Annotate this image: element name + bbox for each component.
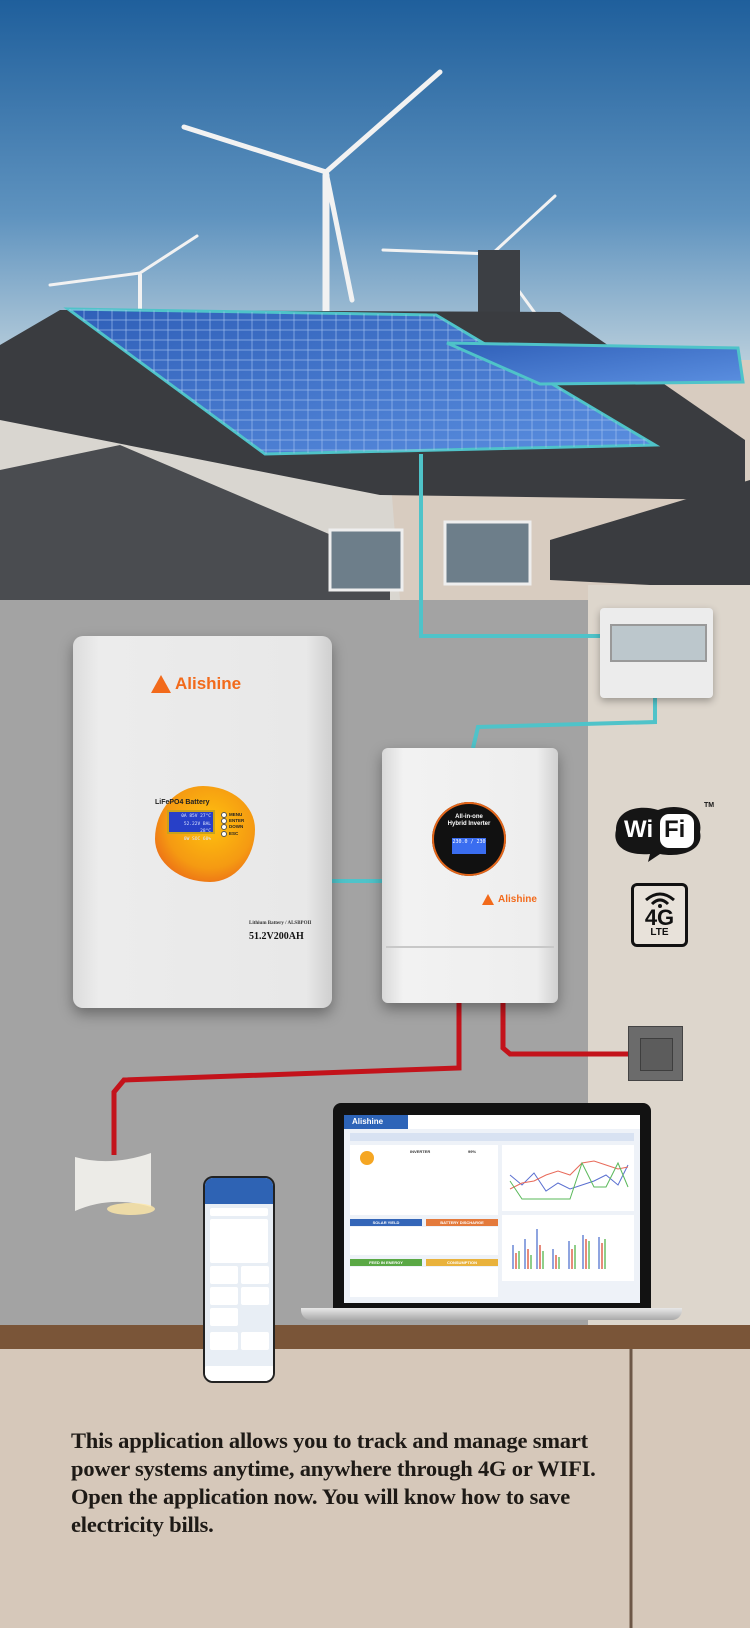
battery-percent: 99% [468, 1149, 477, 1154]
battery-discharge-tile: BATTERY DISCHARGE [426, 1219, 498, 1226]
laptop-base [301, 1308, 682, 1320]
dashboard-header [344, 1115, 640, 1129]
phone-card [241, 1266, 269, 1284]
teal-cable [471, 698, 657, 749]
inverter-seam [386, 946, 554, 948]
socket-face [640, 1038, 673, 1071]
dial-title-line: Hybrid Inverter [447, 821, 491, 827]
red-cable [111, 1003, 462, 1155]
enter-button: ENTER [221, 818, 244, 824]
lcd-line: 52.22V BAL 28°C [183, 821, 211, 835]
lcd-line: 0A 85V 27°C [181, 814, 211, 819]
menu-button: MENU [221, 812, 244, 818]
lte-text: LTE [650, 927, 669, 938]
phone-flow-card [210, 1219, 268, 1263]
phone-device-card [241, 1332, 269, 1350]
down-button: DOWN [221, 824, 244, 830]
wall-socket [628, 1026, 683, 1081]
inverter-lcd: 230.0 / 230 [452, 838, 486, 854]
alishine-logo-icon [482, 894, 494, 905]
inverter-brand-text: Alishine [498, 894, 537, 905]
lifepo4-battery: Alishine LiFePO4 Battery 0A 85V 27°C 52.… [73, 636, 332, 1008]
wifi-cloud-icon [615, 806, 701, 862]
hybrid-inverter: All-in-one Hybrid Inverter 230.0 / 230 A… [382, 748, 558, 1003]
roof-lower [0, 445, 390, 610]
teal-cable [419, 454, 600, 638]
inverter-brand-logo: Alishine [482, 894, 537, 905]
phone-card [210, 1287, 238, 1305]
monitoring-dashboard: Alishine INVERTER 99% SOLAR YIELD BATTER… [344, 1115, 640, 1303]
dashboard-logo: Alishine [344, 1115, 408, 1129]
battery-capacity: 51.2V200AH [249, 931, 304, 942]
energy-bar-chart [512, 1229, 606, 1269]
phone-card [210, 1308, 238, 1326]
wifi-text-fi: Fi [664, 816, 686, 843]
feed-in-energy-tile: FEED IN ENERGY [350, 1259, 422, 1266]
wifi-text-wi: Wi [624, 816, 654, 843]
battery-spec-line: Lithium Battery / ALSBPOII [249, 921, 312, 926]
battery-brand-logo: Alishine [151, 674, 241, 694]
station-filter-bar [350, 1133, 634, 1141]
signal-icon [645, 892, 675, 908]
4g-lte-logo: 4G LTE [631, 883, 688, 947]
battery-lcd: 0A 85V 27°C 52.22V BAL 28°C 0W SOC 60% [167, 810, 215, 842]
battery-panel-title: LiFePO4 Battery [155, 799, 210, 806]
power-line-chart [509, 1160, 629, 1200]
lte-4g-text: 4G [644, 905, 675, 930]
phone-app-header [205, 1178, 273, 1204]
combiner-box [600, 608, 713, 698]
shelf-top [0, 1325, 750, 1349]
solar-yield-tile: SOLAR YIELD [350, 1219, 422, 1226]
inverter-dial-title: All-in-one Hybrid Inverter [432, 814, 506, 828]
esc-button: ESC [221, 831, 244, 837]
phone-device-card [210, 1332, 238, 1350]
energy-values-panel [350, 1267, 498, 1297]
battery-brand-text: Alishine [175, 674, 242, 693]
phone-card [210, 1266, 238, 1284]
phone-card [241, 1287, 269, 1305]
breaker-window [610, 624, 707, 662]
inverter-node-label: INVERTER [410, 1149, 431, 1154]
solar-panel-array-2 [446, 341, 745, 386]
window [443, 520, 532, 586]
lcd-line: 0W SOC 60% [183, 836, 211, 842]
laptop-lid: Alishine INVERTER 99% SOLAR YIELD BATTER… [333, 1103, 651, 1313]
consumption-tile: CONSUMPTION [426, 1259, 498, 1266]
red-cable [500, 1003, 628, 1057]
roof-right [550, 480, 750, 590]
smartphone-app [203, 1176, 275, 1383]
yield-values-panel [350, 1227, 498, 1255]
phone-tab-bar [205, 1366, 273, 1381]
phone-station-select [210, 1208, 268, 1216]
sky [0, 0, 750, 360]
bar-chart-panel [502, 1215, 634, 1281]
cabinet [0, 1349, 750, 1628]
alishine-logo-icon [151, 675, 171, 693]
sun-icon [360, 1151, 374, 1165]
wind-turbine [181, 69, 443, 324]
wall-lamp [75, 1153, 155, 1215]
dial-title-line: All-in-one [455, 814, 483, 820]
line-chart-panel [502, 1145, 634, 1211]
inverter-dial: All-in-one Hybrid Inverter 230.0 / 230 [432, 802, 506, 876]
laptop: Alishine INVERTER 99% SOLAR YIELD BATTER… [301, 1103, 682, 1322]
battery-buttons: MENU ENTER DOWN ESC [221, 812, 244, 837]
system-flow-panel: INVERTER 99% [350, 1145, 498, 1215]
caption-text: This application allows you to track and… [71, 1428, 596, 1537]
window [328, 528, 404, 592]
wifi-trademark: TM [704, 802, 715, 809]
wifi-logo: Wi Fi TM [608, 800, 715, 862]
